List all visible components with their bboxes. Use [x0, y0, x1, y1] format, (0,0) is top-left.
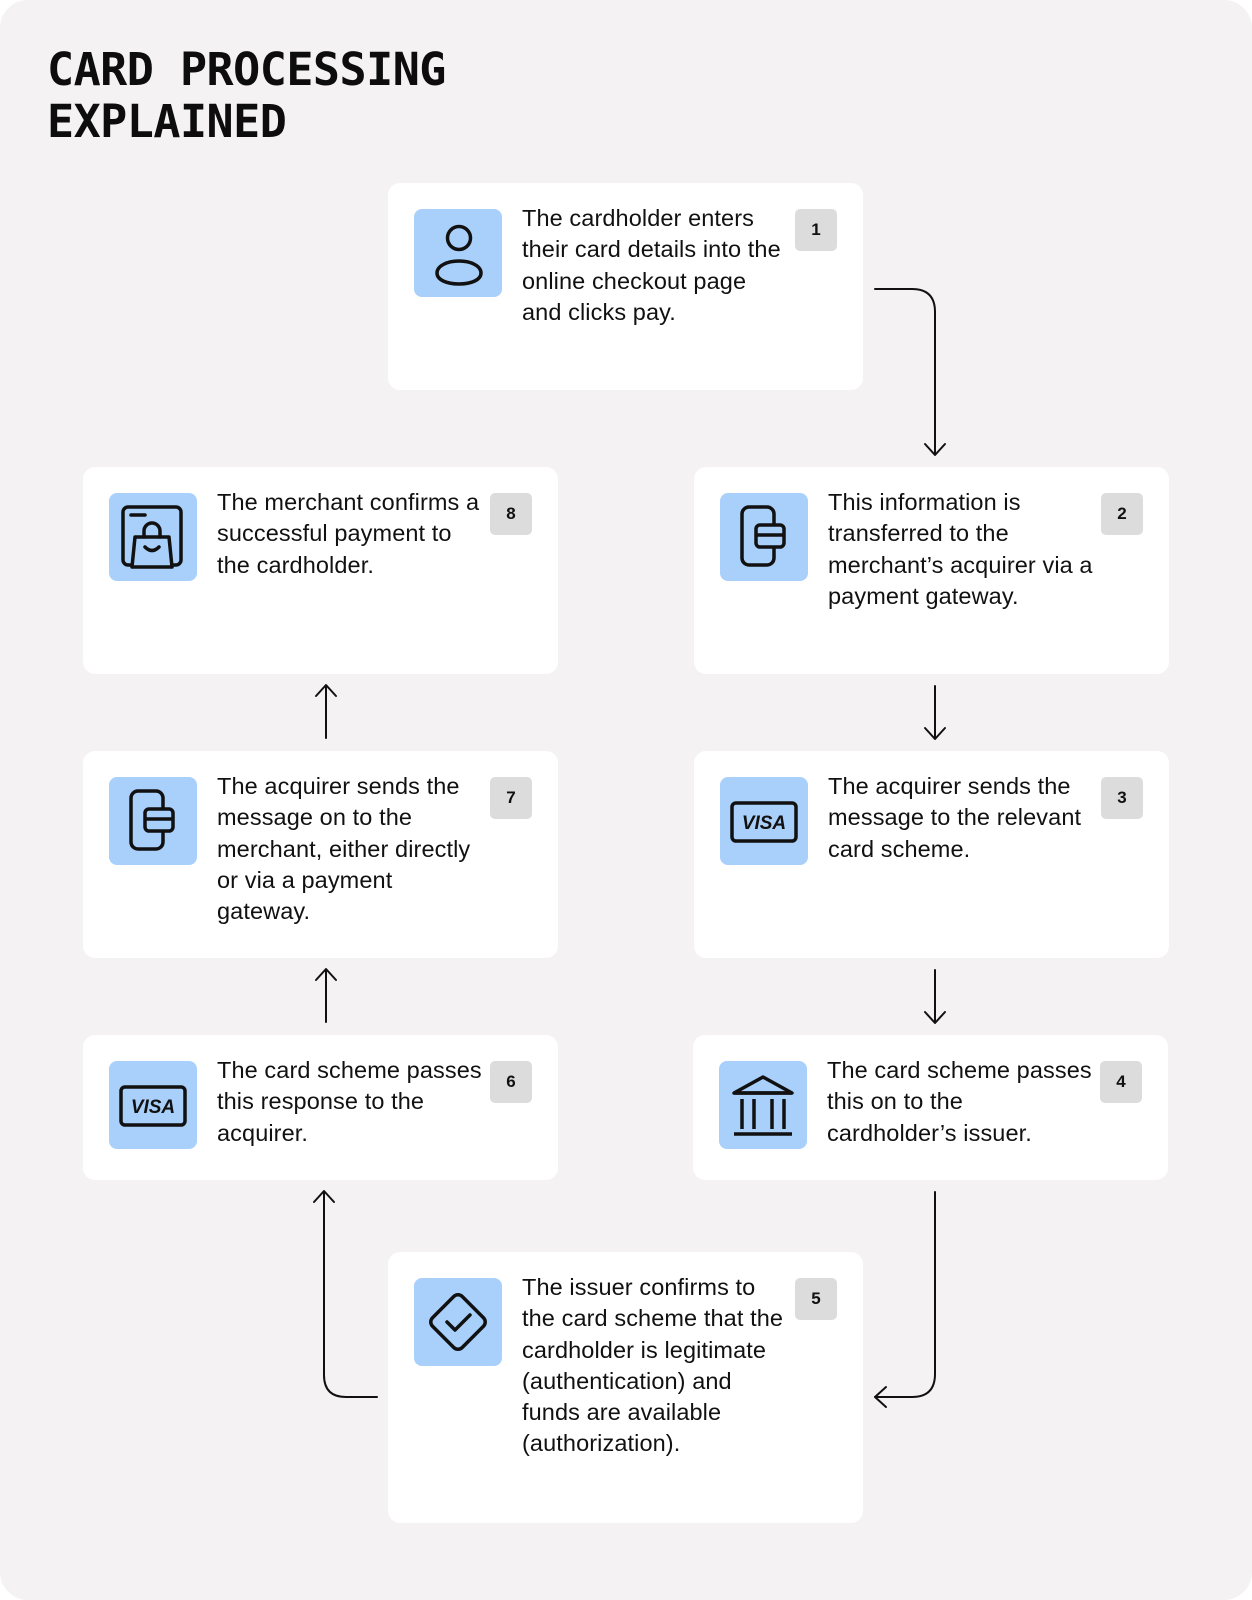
- step-number-badge: 1: [795, 209, 837, 251]
- step-card-1: The cardholder enters their card details…: [388, 183, 863, 390]
- step-card-5: The issuer confirms to the card scheme t…: [388, 1252, 863, 1523]
- visa-card-icon: VISA: [119, 1085, 187, 1127]
- arrow-1-to-2: [874, 288, 936, 455]
- page-title: CARD PROCESSING EXPLAINED: [47, 43, 446, 148]
- icon-tile: [109, 493, 197, 581]
- step-card-3: VISA The acquirer sends the message to t…: [694, 751, 1169, 958]
- arrow-5-to-6: [323, 1191, 378, 1398]
- person-icon: [435, 224, 483, 286]
- payment-terminal-icon: [740, 505, 786, 567]
- bank-icon: [732, 1075, 794, 1136]
- step-text: The merchant confirms a successful payme…: [217, 489, 480, 578]
- step-text: This information is transferred to the m…: [828, 489, 1093, 609]
- icon-tile: [109, 777, 197, 865]
- step-number-badge: 4: [1100, 1061, 1142, 1103]
- visa-card-icon: VISA: [730, 801, 798, 843]
- step-number-badge: 3: [1101, 777, 1143, 819]
- icon-tile: [414, 1278, 502, 1366]
- step-number-badge: 6: [490, 1061, 532, 1103]
- step-text: The acquirer sends the message on to the…: [217, 773, 471, 925]
- checkmark-diamond-icon: [429, 1293, 487, 1351]
- icon-tile: [720, 493, 808, 581]
- step-number-badge: 2: [1101, 493, 1143, 535]
- step-card-2: This information is transferred to the m…: [694, 467, 1169, 674]
- icon-tile: [719, 1061, 807, 1149]
- step-text: The card scheme passes this response to …: [217, 1057, 482, 1146]
- step-text: The issuer confirms to the card scheme t…: [522, 1274, 784, 1457]
- step-text: The card scheme passes this on to the ca…: [827, 1057, 1092, 1146]
- step-text: The acquirer sends the message to the re…: [828, 773, 1082, 862]
- icon-tile: VISA: [109, 1061, 197, 1149]
- icon-tile: [414, 209, 502, 297]
- visa-label: VISA: [742, 813, 786, 834]
- step-number-badge: 5: [795, 1278, 837, 1320]
- payment-terminal-icon: [129, 789, 175, 851]
- step-number-badge: 7: [490, 777, 532, 819]
- visa-label: VISA: [131, 1097, 175, 1118]
- step-text: The cardholder enters their card details…: [522, 205, 781, 325]
- step-card-7: The acquirer sends the message on to the…: [83, 751, 558, 958]
- step-card-8: The merchant confirms a successful payme…: [83, 467, 558, 674]
- arrow-4-to-5: [874, 1191, 936, 1398]
- shopping-bag-window-icon: [121, 505, 183, 569]
- icon-tile: VISA: [720, 777, 808, 865]
- step-card-6: VISA The card scheme passes this respons…: [83, 1035, 558, 1180]
- step-number-badge: 8: [490, 493, 532, 535]
- step-card-4: The card scheme passes this on to the ca…: [693, 1035, 1168, 1180]
